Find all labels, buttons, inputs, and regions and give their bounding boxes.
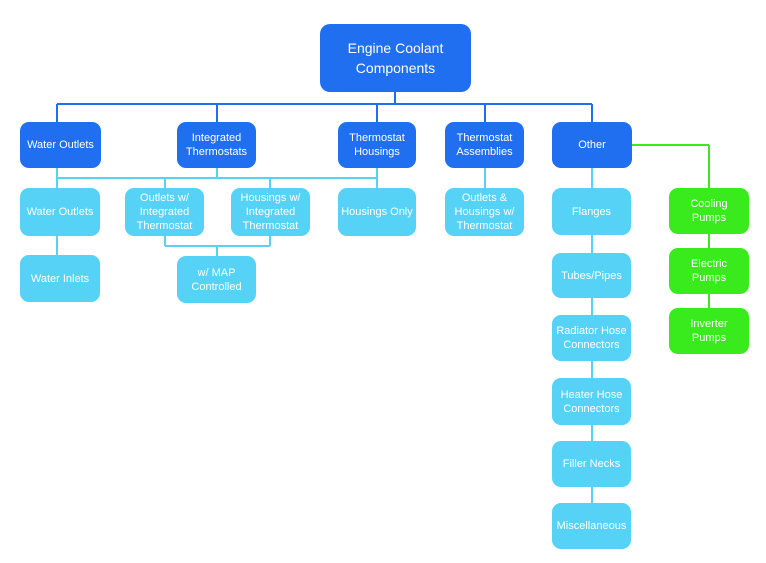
- node-electric-pumps: Electric Pumps: [669, 248, 749, 294]
- node-outlets-housings-thermostat: Outlets & Housings w/ Thermostat: [445, 188, 524, 236]
- node-radiator-hose-connectors: Radiator Hose Connectors: [552, 315, 631, 361]
- blue-connectors: [56, 92, 593, 122]
- category-thermostat-housings: Thermostat Housings: [338, 122, 416, 168]
- node-flanges: Flanges: [552, 188, 631, 235]
- node-filler-necks: Filler Necks: [552, 441, 631, 487]
- light-blue-connectors: [56, 168, 593, 503]
- category-thermostat-assemblies: Thermostat Assemblies: [445, 122, 524, 168]
- node-housings-integrated-thermostat: Housings w/ Integrated Thermostat: [231, 188, 310, 236]
- node-tubes-pipes: Tubes/Pipes: [552, 253, 631, 298]
- node-outlets-integrated-thermostat: Outlets w/ Integrated Thermostat: [125, 188, 204, 236]
- node-water-outlets: Water Outlets: [20, 188, 100, 236]
- root-node: Engine Coolant Components: [320, 24, 471, 92]
- node-cooling-pumps: Cooling Pumps: [669, 188, 749, 234]
- category-integrated-thermostats: Integrated Thermostats: [177, 122, 256, 168]
- node-map-controlled: w/ MAP Controlled: [177, 256, 256, 303]
- category-water-outlets: Water Outlets: [20, 122, 101, 168]
- node-heater-hose-connectors: Heater Hose Connectors: [552, 378, 631, 425]
- green-connectors: [632, 144, 710, 308]
- category-other: Other: [552, 122, 632, 168]
- node-water-inlets: Water Inlets: [20, 255, 100, 302]
- node-housings-only: Housings Only: [338, 188, 416, 236]
- node-inverter-pumps: Inverter Pumps: [669, 308, 749, 354]
- node-miscellaneous: Miscellaneous: [552, 503, 631, 549]
